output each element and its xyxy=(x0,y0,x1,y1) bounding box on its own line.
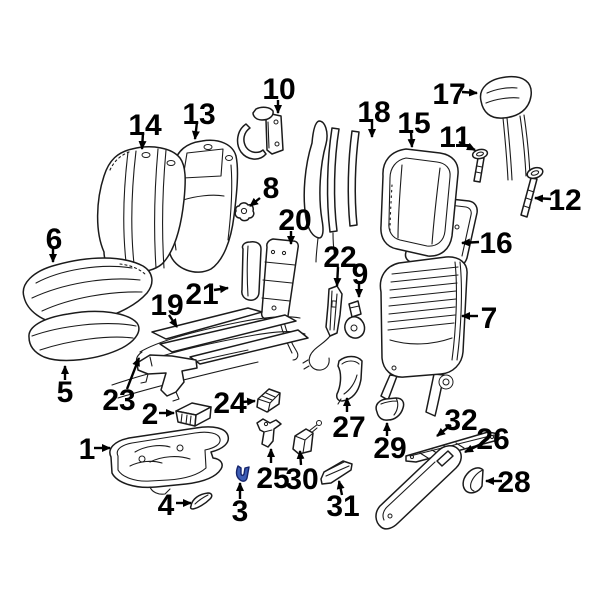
part-number-19: 19 xyxy=(150,289,183,322)
part-number-3: 3 xyxy=(232,495,249,528)
part-number-14: 14 xyxy=(128,109,162,142)
part-number-27: 27 xyxy=(332,411,365,444)
part-number-6: 6 xyxy=(46,223,63,256)
part-30-switch-bracket xyxy=(292,420,322,455)
part-2-adjuster-block xyxy=(175,402,212,427)
part-4-release-lever xyxy=(189,492,213,510)
part-arrow-15 xyxy=(407,131,416,148)
part-14-seat-back-cushion xyxy=(96,146,186,273)
part-arrow-32 xyxy=(436,424,452,437)
part-28-end-cap xyxy=(462,467,484,494)
part-number-4: 4 xyxy=(158,489,175,522)
part-number-25: 25 xyxy=(256,462,289,495)
part-21-bolster-pad xyxy=(241,241,262,301)
part-number-11: 11 xyxy=(439,121,471,154)
part-24-mount-bracket xyxy=(256,388,281,413)
part-29-pad xyxy=(375,397,405,421)
part-25-latch-bracket xyxy=(256,418,282,448)
part-number-5: 5 xyxy=(57,376,74,409)
part-arrow-8 xyxy=(249,197,261,207)
part-number-15: 15 xyxy=(397,107,430,140)
part-number-31: 31 xyxy=(326,490,359,523)
part-11-screw xyxy=(471,148,489,183)
part-3-clip-highlighted xyxy=(235,465,250,482)
part-8-knob xyxy=(234,202,255,222)
part-arrow-13 xyxy=(191,121,200,140)
part-26-side-trim-panel xyxy=(375,445,462,530)
part-number-22: 22 xyxy=(323,241,356,274)
part-number-26: 26 xyxy=(476,423,509,456)
part-number-16: 16 xyxy=(479,227,512,260)
part-number-7: 7 xyxy=(481,302,498,335)
part-number-29: 29 xyxy=(373,432,406,465)
part-number-24: 24 xyxy=(213,387,247,420)
part-arrow-21 xyxy=(213,285,229,294)
part-number-1: 1 xyxy=(79,433,96,466)
part-17-headrest xyxy=(479,75,532,181)
part-arrow-26 xyxy=(464,442,482,454)
part-number-8: 8 xyxy=(263,172,280,205)
part-number-9: 9 xyxy=(352,258,369,291)
part-arrow-30 xyxy=(296,450,305,466)
part-5-seat-cushion-pad xyxy=(28,310,140,362)
part-1-seat-frame-pan xyxy=(109,426,230,495)
part-number-18: 18 xyxy=(357,96,390,129)
part-number-13: 13 xyxy=(182,98,215,131)
part-20-lumbar-panel xyxy=(260,238,299,361)
part-number-21: 21 xyxy=(185,278,218,311)
part-23-pan-bracket xyxy=(136,354,198,402)
part-number-23: 23 xyxy=(102,384,135,417)
part-number-32: 32 xyxy=(444,404,477,437)
part-number-12: 12 xyxy=(548,184,581,217)
part-arrow-23 xyxy=(125,357,141,390)
part-number-2: 2 xyxy=(142,398,159,431)
part-12-screw xyxy=(520,166,544,218)
part-19-suspension-mat xyxy=(111,307,309,399)
part-arrow-12 xyxy=(534,194,552,203)
part-7-seat-back-frame xyxy=(379,256,468,417)
part-arrow-22 xyxy=(333,266,342,287)
part-arrow-14 xyxy=(138,132,147,150)
part-arrow-19 xyxy=(168,314,178,328)
part-number-30: 30 xyxy=(285,463,318,496)
part-10-bracket xyxy=(236,106,284,160)
part-arrow-17 xyxy=(461,88,478,97)
part-number-17: 17 xyxy=(432,78,465,111)
part-arrow-31 xyxy=(336,480,345,496)
part-number-10: 10 xyxy=(262,73,295,106)
part-number-28: 28 xyxy=(497,466,530,499)
part-number-20: 20 xyxy=(278,204,311,237)
part-arrow-16 xyxy=(461,238,480,247)
part-15-back-panel xyxy=(380,148,459,257)
part-arrow-24 xyxy=(241,397,256,406)
part-31-trim-strip xyxy=(320,460,353,485)
part-9-actuator xyxy=(344,300,366,339)
part-27-side-shield xyxy=(336,355,363,405)
part-18-spring-blades xyxy=(303,120,360,263)
part-22-tension-bracket xyxy=(302,285,343,371)
part-arrow-11 xyxy=(458,140,476,152)
